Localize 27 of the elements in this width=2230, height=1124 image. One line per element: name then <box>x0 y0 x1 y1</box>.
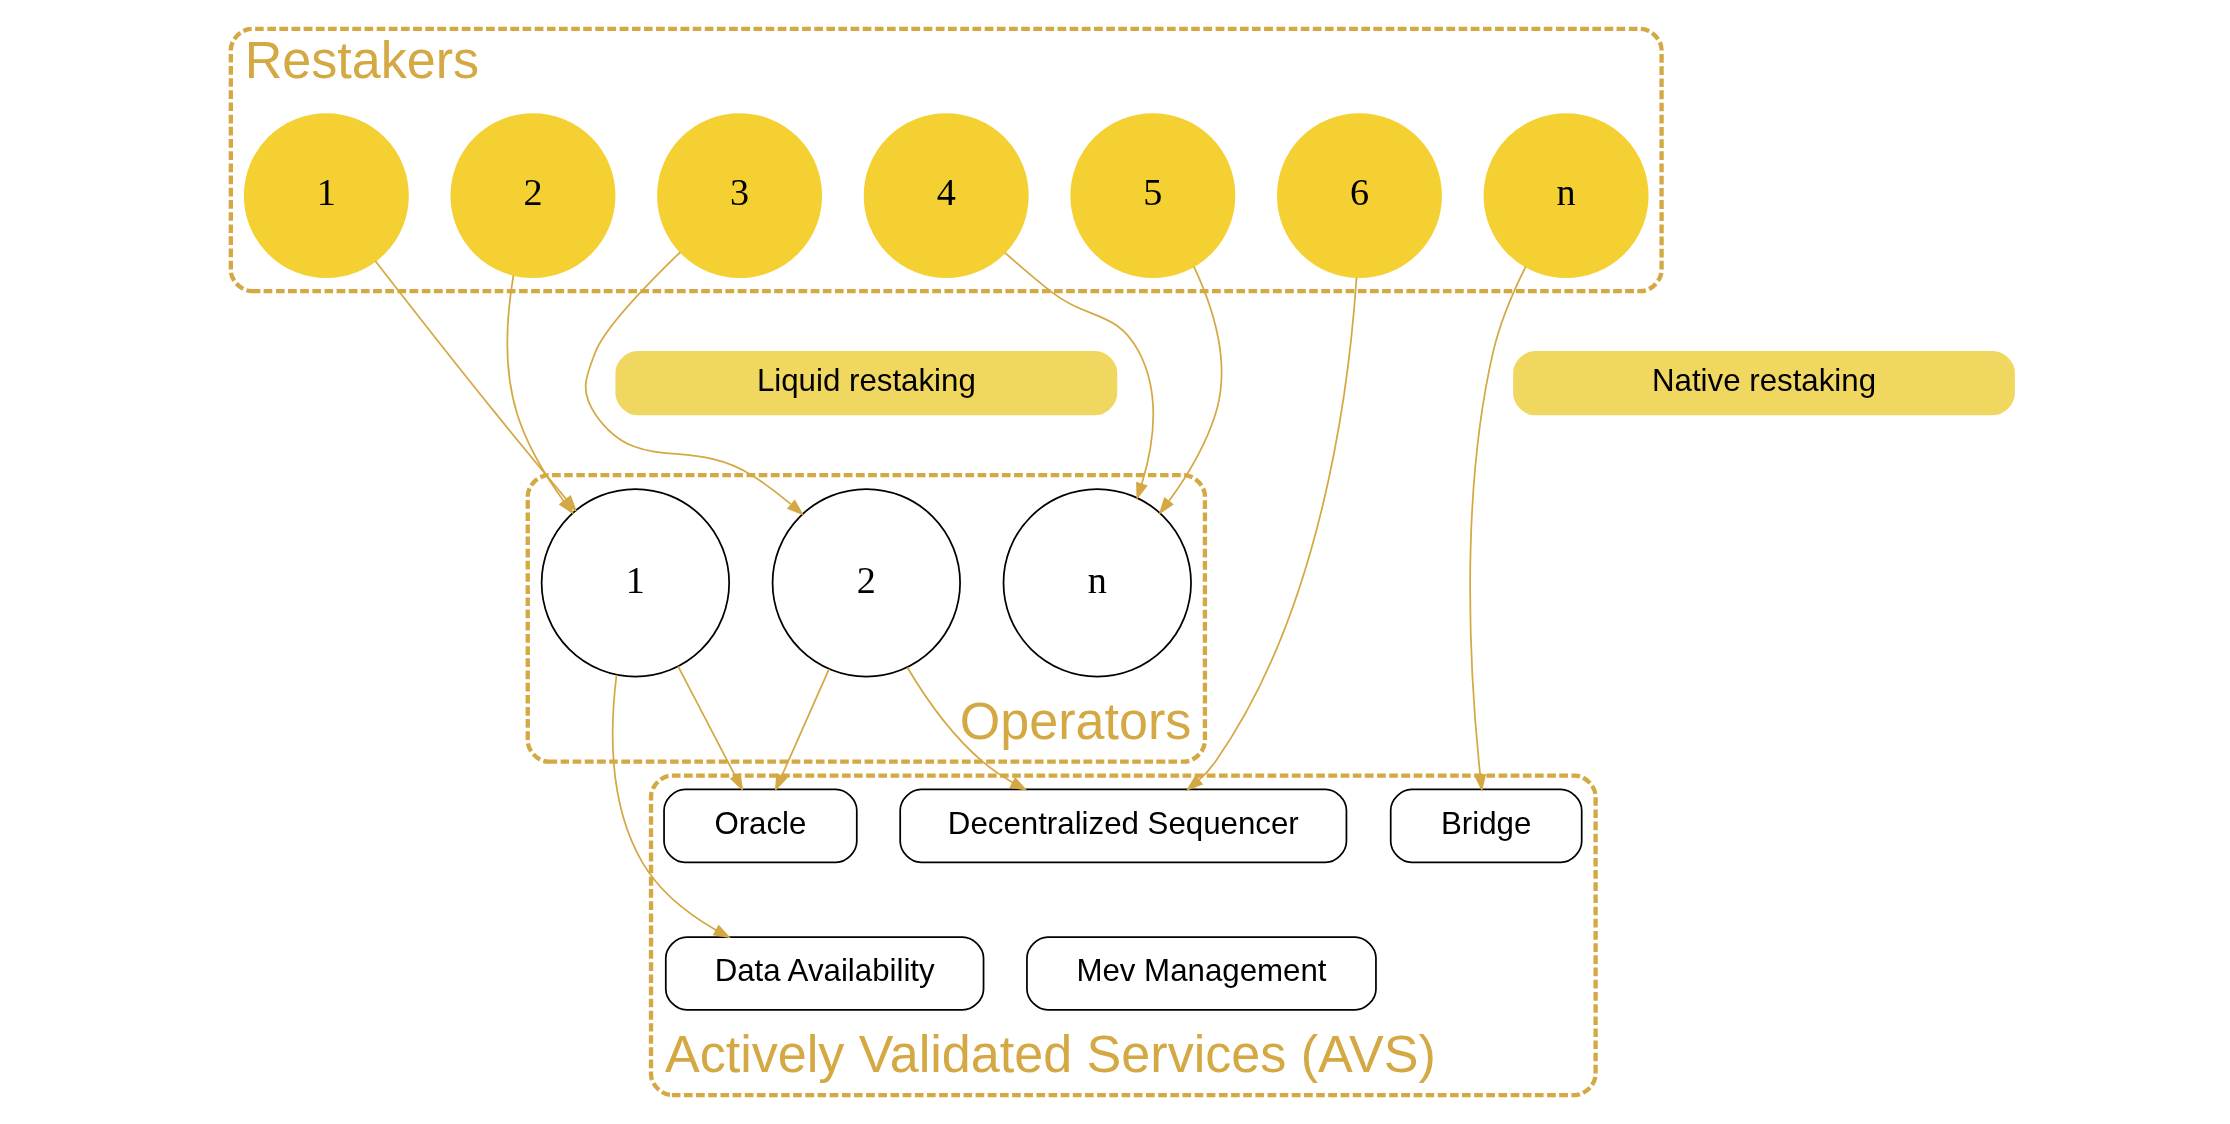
node-circle: n <box>1002 488 1192 678</box>
node-circle: 3 <box>656 113 822 279</box>
node-circle: 2 <box>771 488 961 678</box>
node-box: Data Availability <box>664 936 984 1011</box>
node-circle: n <box>1483 113 1649 279</box>
arrow <box>906 666 1027 791</box>
node-box: Native restaking <box>1512 351 2015 416</box>
node-box: Bridge <box>1389 788 1583 864</box>
arrow <box>1468 265 1527 792</box>
node-circle: 5 <box>1069 113 1235 279</box>
arrow <box>774 668 830 792</box>
node-box: Oracle <box>662 788 858 864</box>
node-box: Liquid restaking <box>614 351 1117 416</box>
arrow <box>506 274 574 515</box>
arrow <box>1003 251 1154 501</box>
arrow <box>1185 276 1357 791</box>
node-box: Decentralized Sequencer <box>898 788 1347 864</box>
arrow <box>1158 265 1222 515</box>
arrow <box>611 674 731 939</box>
node-circle: 6 <box>1276 113 1442 279</box>
node-circle: 2 <box>450 113 615 279</box>
node-circle: 4 <box>863 113 1029 279</box>
node-circle: 1 <box>540 488 730 678</box>
node-box: Mev Management <box>1025 936 1377 1011</box>
arrow <box>584 251 804 516</box>
arrow <box>676 665 743 792</box>
node-circle: 1 <box>243 113 409 279</box>
